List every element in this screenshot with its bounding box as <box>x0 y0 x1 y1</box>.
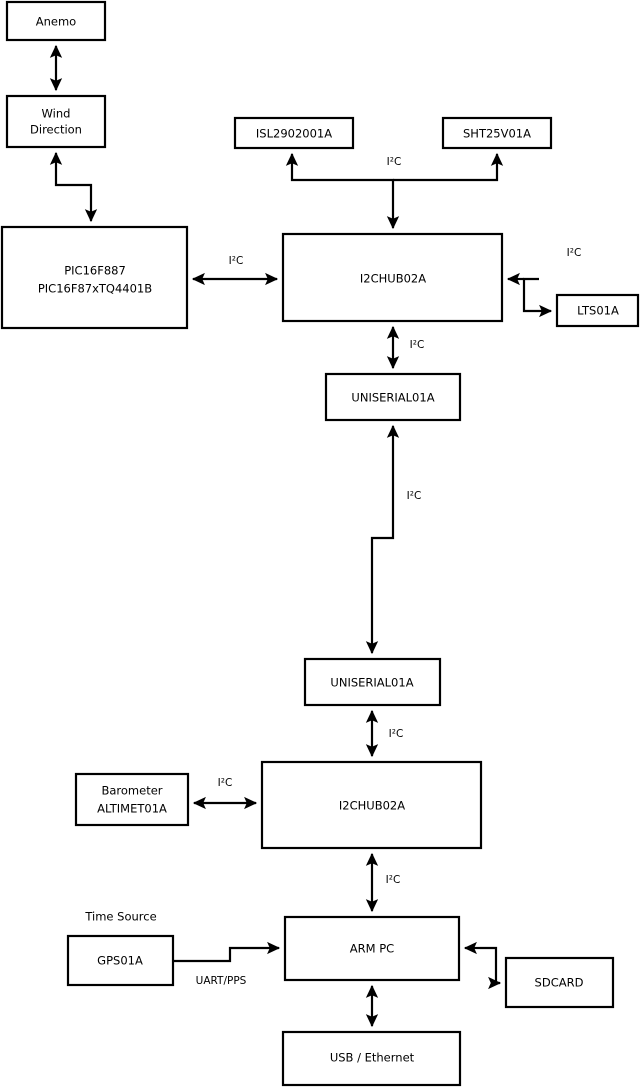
node-usb-ethernet-box[interactable] <box>281 1030 462 1087</box>
node-barometer-label-line1: Barometer <box>101 784 162 798</box>
node-isl2902001a[interactable]: ISL2902001A <box>233 116 355 150</box>
node-uniserial01a-lower[interactable]: UNISERIAL01A <box>303 657 442 707</box>
edge-label-i2c-uniserial-hub: I²C <box>389 728 404 740</box>
node-wind-direction-label-line1: Wind <box>42 107 71 121</box>
edge-label-i2c-barometer: I²C <box>218 777 233 789</box>
edge-wind-pic <box>49 151 98 223</box>
edge-label-i2c-uniserial-link: I²C <box>407 490 422 502</box>
node-sdcard-box[interactable] <box>504 956 615 1009</box>
edge-label-i2c-hub-uniserial: I²C <box>410 339 425 351</box>
node-lts01a-label: LTS01A <box>577 304 619 318</box>
node-anemo[interactable]: Anemo <box>5 0 107 42</box>
node-i2chub02a-top-label: I2CHUB02A <box>360 272 426 286</box>
node-gps01a-box[interactable] <box>66 934 175 987</box>
edge-label-i2c-sensor-bus: I²C <box>387 156 402 168</box>
node-arm-pc[interactable]: ARM PC <box>283 915 461 982</box>
edge-label-i2c-hub-armpc: I²C <box>386 874 401 886</box>
node-i2chub02a-top[interactable]: I2CHUB02A <box>281 232 504 323</box>
node-wind-direction-box[interactable] <box>5 94 107 149</box>
node-lts01a-box[interactable] <box>555 293 640 328</box>
node-isl2902001a-box[interactable] <box>233 116 355 150</box>
edge-armpc-sdcard-out <box>480 946 502 990</box>
node-usb-ethernet[interactable]: USB / Ethernet <box>281 1030 462 1087</box>
node-pic-label-line1: PIC16F887 <box>64 264 126 278</box>
node-isl2902001a-label: ISL2902001A <box>256 127 332 141</box>
edge-hub-sht-branch <box>393 152 504 182</box>
node-pic-label-line2: PIC16F87xTQ4401B <box>38 282 152 296</box>
edge-hub-sensor-bus <box>285 152 400 230</box>
node-arm-pc-label: ARM PC <box>350 942 394 956</box>
node-uniserial01a-lower-label: UNISERIAL01A <box>330 676 413 690</box>
label-time-source: Time Source <box>84 910 156 924</box>
edge-gps-armpc <box>173 941 281 963</box>
node-i2chub02a-top-box[interactable] <box>281 232 504 323</box>
labels-layer: Time Source I²C I²C I²C I²C I²C I²C I²C … <box>84 156 581 987</box>
node-sht25v01a-box[interactable] <box>441 116 553 150</box>
node-sdcard-label: SDCARD <box>535 976 584 990</box>
node-anemo-box[interactable] <box>5 0 107 42</box>
node-i2chub02a-bottom[interactable]: I2CHUB02A <box>260 760 483 850</box>
node-pic-microcontroller[interactable]: PIC16F887 PIC16F87xTQ4401B <box>0 225 189 330</box>
node-barometer[interactable]: Barometer ALTIMET01A <box>74 772 190 827</box>
node-wind-direction-label-line2: Direction <box>30 123 82 137</box>
edge-uniserial-link <box>365 424 400 655</box>
node-uniserial01a-upper-label: UNISERIAL01A <box>351 391 434 405</box>
node-wind-direction[interactable]: Wind Direction <box>5 94 107 149</box>
node-usb-ethernet-label: USB / Ethernet <box>330 1051 415 1065</box>
edge-label-i2c-pic-hub: I²C <box>229 255 244 267</box>
node-gps01a-label: GPS01A <box>97 954 143 968</box>
node-uniserial01a-upper[interactable]: UNISERIAL01A <box>324 372 462 422</box>
node-barometer-label-line2: ALTIMET01A <box>97 802 167 816</box>
node-gps01a[interactable]: GPS01A <box>66 934 175 987</box>
edge-label-i2c-lts: I²C <box>567 247 582 259</box>
node-arm-pc-box[interactable] <box>283 915 461 982</box>
edge-label-uart-pps: UART/PPS <box>196 975 247 987</box>
edge-hub-lts-in <box>522 277 553 318</box>
node-barometer-box[interactable] <box>74 772 190 827</box>
node-uniserial01a-upper-box[interactable] <box>324 372 462 422</box>
node-anemo-label: Anemo <box>36 15 76 29</box>
node-sht25v01a-label: SHT25V01A <box>463 127 531 141</box>
node-i2chub02a-bottom-box[interactable] <box>260 760 483 850</box>
node-uniserial01a-lower-box[interactable] <box>303 657 442 707</box>
node-sdcard[interactable]: SDCARD <box>504 956 615 1009</box>
edges-layer <box>49 44 553 1028</box>
node-pic-box[interactable] <box>0 225 189 330</box>
node-i2chub02a-bottom-label: I2CHUB02A <box>339 799 405 813</box>
node-sht25v01a[interactable]: SHT25V01A <box>441 116 553 150</box>
node-lts01a[interactable]: LTS01A <box>555 293 640 328</box>
